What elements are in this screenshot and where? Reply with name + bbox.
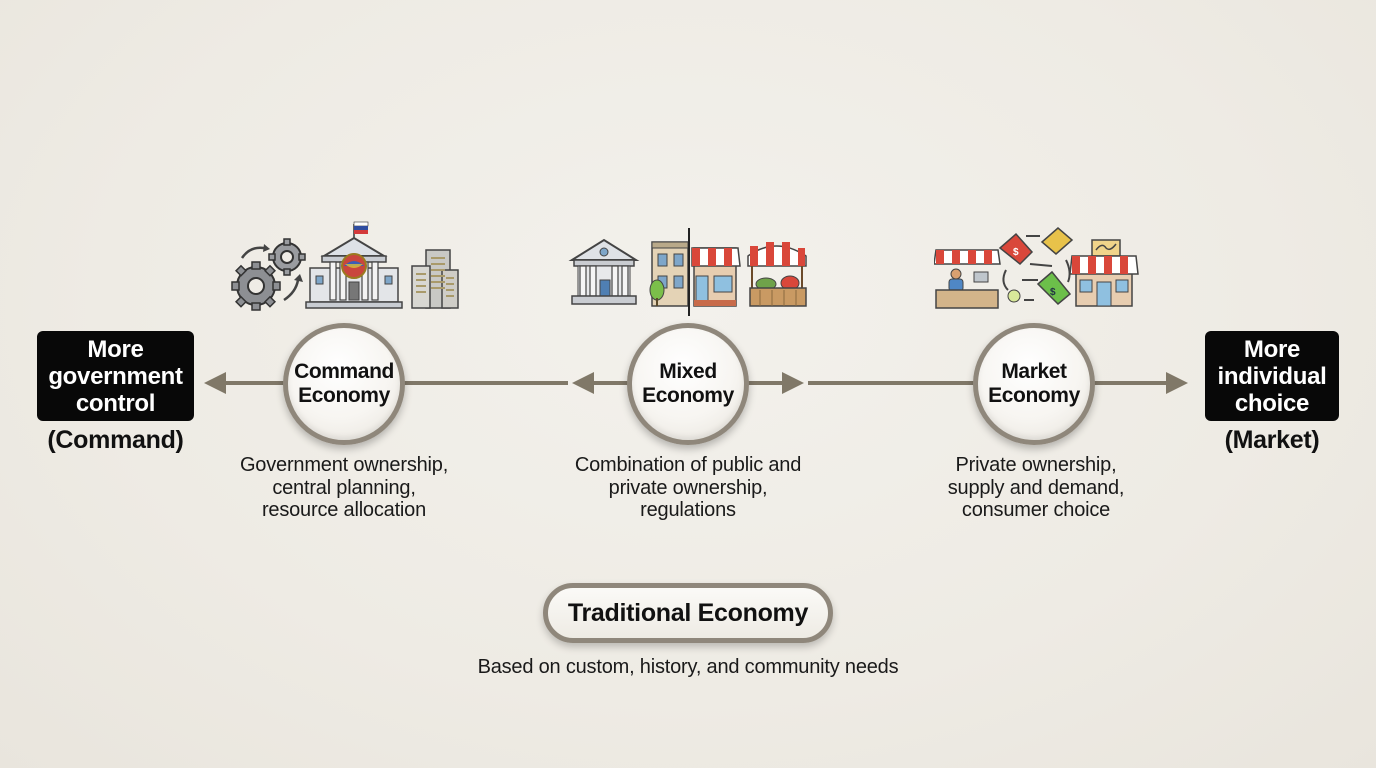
svg-text:$: $ — [1050, 287, 1056, 298]
vendor-stall-icon — [934, 249, 1001, 309]
spectrum-line — [748, 381, 784, 385]
market-stall-icon — [747, 242, 807, 307]
command-icon-group — [228, 220, 462, 312]
spectrum-line — [400, 381, 568, 385]
left-end-line-1: More — [87, 335, 144, 363]
spectrum-line — [224, 381, 286, 385]
market-icon-group: $ $ — [934, 220, 1140, 312]
arrow-left-icon — [204, 372, 226, 394]
description-line: central planning, — [272, 476, 416, 499]
right-end-line-2: individual — [1217, 362, 1327, 390]
arrow-right-icon — [782, 372, 804, 394]
government-building-icon — [305, 221, 403, 309]
description-line: Combination of public and — [574, 454, 802, 476]
node-label-line: Economy — [298, 384, 390, 407]
node-label-line: Market — [1001, 360, 1067, 383]
price-tags-cycle-icon: $ $ — [998, 227, 1074, 306]
storefront-icon — [691, 247, 741, 307]
market-sublabel: (Market) — [1224, 426, 1320, 454]
description-line: Private ownership, — [955, 454, 1117, 476]
command-sublabel: (Command) — [47, 426, 184, 454]
node-label-line: Mixed — [659, 360, 717, 383]
office-buildings-icon — [411, 249, 459, 309]
right-end-line-3: choice — [1234, 389, 1310, 417]
node-label-line: Command — [294, 360, 394, 383]
description-line: regulations — [640, 499, 736, 521]
left-end-line-2: government — [48, 362, 183, 390]
arrow-left-icon — [572, 372, 594, 394]
svg-text:$: $ — [1013, 247, 1019, 258]
description-line: supply and demand, — [947, 476, 1125, 499]
left-end-line-3: control — [75, 389, 156, 417]
apartment-building-icon — [649, 241, 689, 307]
description-line: resource allocation — [261, 499, 427, 521]
traditional-economy-pill: Traditional Economy — [543, 583, 833, 643]
right-end-line-1: More — [1243, 335, 1301, 363]
spectrum-line — [592, 381, 632, 385]
market-economy-description: Private ownership, supply and demand, co… — [916, 454, 1156, 522]
node-label-line: Economy — [988, 384, 1080, 407]
command-economy-description: Government ownership, central planning, … — [214, 454, 474, 522]
arrow-right-icon — [1166, 372, 1188, 394]
mixed-icon-group — [568, 228, 812, 316]
description-line: consumer choice — [961, 499, 1111, 521]
spectrum-line — [808, 381, 978, 385]
description-line: Government ownership, — [239, 454, 449, 476]
gears-icon — [231, 238, 306, 311]
traditional-economy-description: Based on custom, history, and community … — [477, 656, 899, 678]
more-individual-choice-label: More individual choice — [1205, 331, 1339, 421]
mixed-economy-description: Combination of public and private owners… — [550, 454, 826, 522]
description-line: private ownership, — [608, 476, 768, 499]
node-label-line: Economy — [642, 384, 734, 407]
spectrum-line — [1094, 381, 1170, 385]
shop-icon — [1069, 239, 1139, 307]
public-building-icon — [568, 238, 640, 305]
more-government-control-label: More government control — [37, 331, 194, 421]
